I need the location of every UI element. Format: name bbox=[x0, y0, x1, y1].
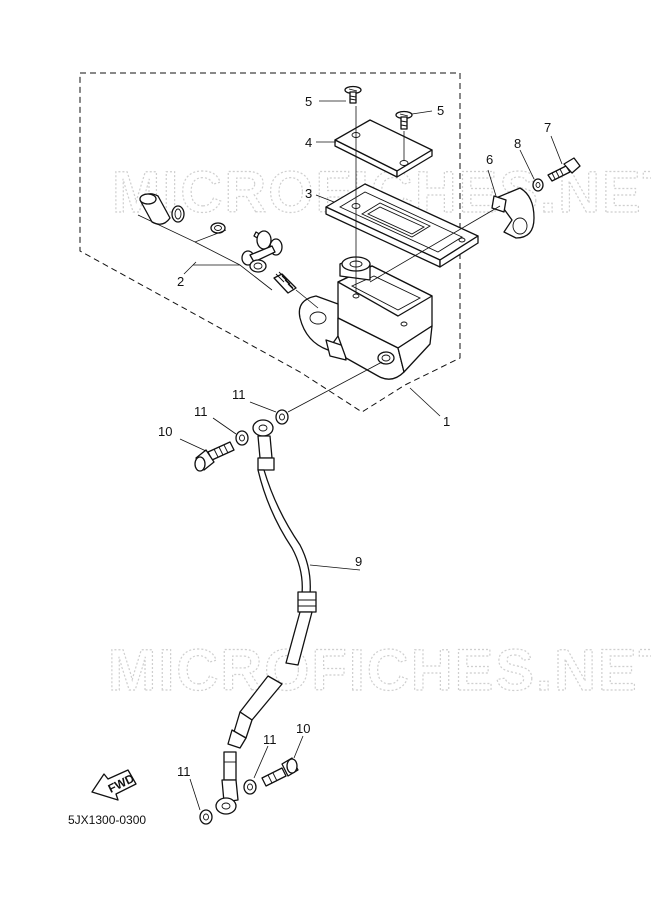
screw-5-left[interactable] bbox=[344, 85, 362, 104]
callout-5-right: 5 bbox=[437, 103, 444, 118]
callout-5-left: 5 bbox=[305, 94, 312, 109]
leader-lines bbox=[179, 100, 563, 811]
piston-kit-2[interactable] bbox=[137, 193, 297, 294]
diagram-code: 5JX1300-0300 bbox=[68, 813, 146, 827]
union-bolt-10-lower[interactable] bbox=[261, 757, 299, 787]
fwd-arrow-icon: FWD bbox=[91, 769, 137, 801]
callout-11-lower-left: 11 bbox=[177, 764, 191, 779]
copper-washer-11-upper-left[interactable] bbox=[235, 430, 249, 446]
bolt-7[interactable] bbox=[547, 157, 581, 182]
copper-washer-11-lower-right[interactable] bbox=[243, 779, 257, 795]
callout-7: 7 bbox=[544, 120, 551, 135]
callout-6: 6 bbox=[486, 152, 493, 167]
brake-hose-9[interactable] bbox=[215, 419, 317, 815]
copper-washer-11-upper-right[interactable] bbox=[275, 409, 289, 425]
callout-11-lower-right: 11 bbox=[263, 732, 277, 747]
copper-washer-11-lower-left[interactable] bbox=[199, 809, 213, 825]
callout-1: 1 bbox=[443, 414, 450, 429]
assembly-boundary bbox=[79, 72, 461, 413]
callout-9: 9 bbox=[355, 554, 362, 569]
callout-2: 2 bbox=[177, 274, 184, 289]
callout-8: 8 bbox=[514, 136, 521, 151]
washer-8[interactable] bbox=[532, 178, 544, 192]
callout-11-upper-left: 11 bbox=[194, 404, 208, 419]
holder-clamp-6[interactable] bbox=[491, 187, 535, 239]
screw-5-right[interactable] bbox=[395, 110, 413, 130]
union-bolt-10-upper[interactable] bbox=[194, 441, 235, 472]
callout-4: 4 bbox=[305, 135, 312, 150]
callout-10-lower: 10 bbox=[296, 721, 310, 736]
watermark-bottom: MICROFICHES.NET bbox=[108, 638, 651, 703]
callout-11-upper-right: 11 bbox=[232, 387, 246, 402]
master-cylinder-body[interactable] bbox=[298, 256, 433, 380]
callout-3: 3 bbox=[305, 186, 312, 201]
callout-10-upper: 10 bbox=[158, 424, 172, 439]
